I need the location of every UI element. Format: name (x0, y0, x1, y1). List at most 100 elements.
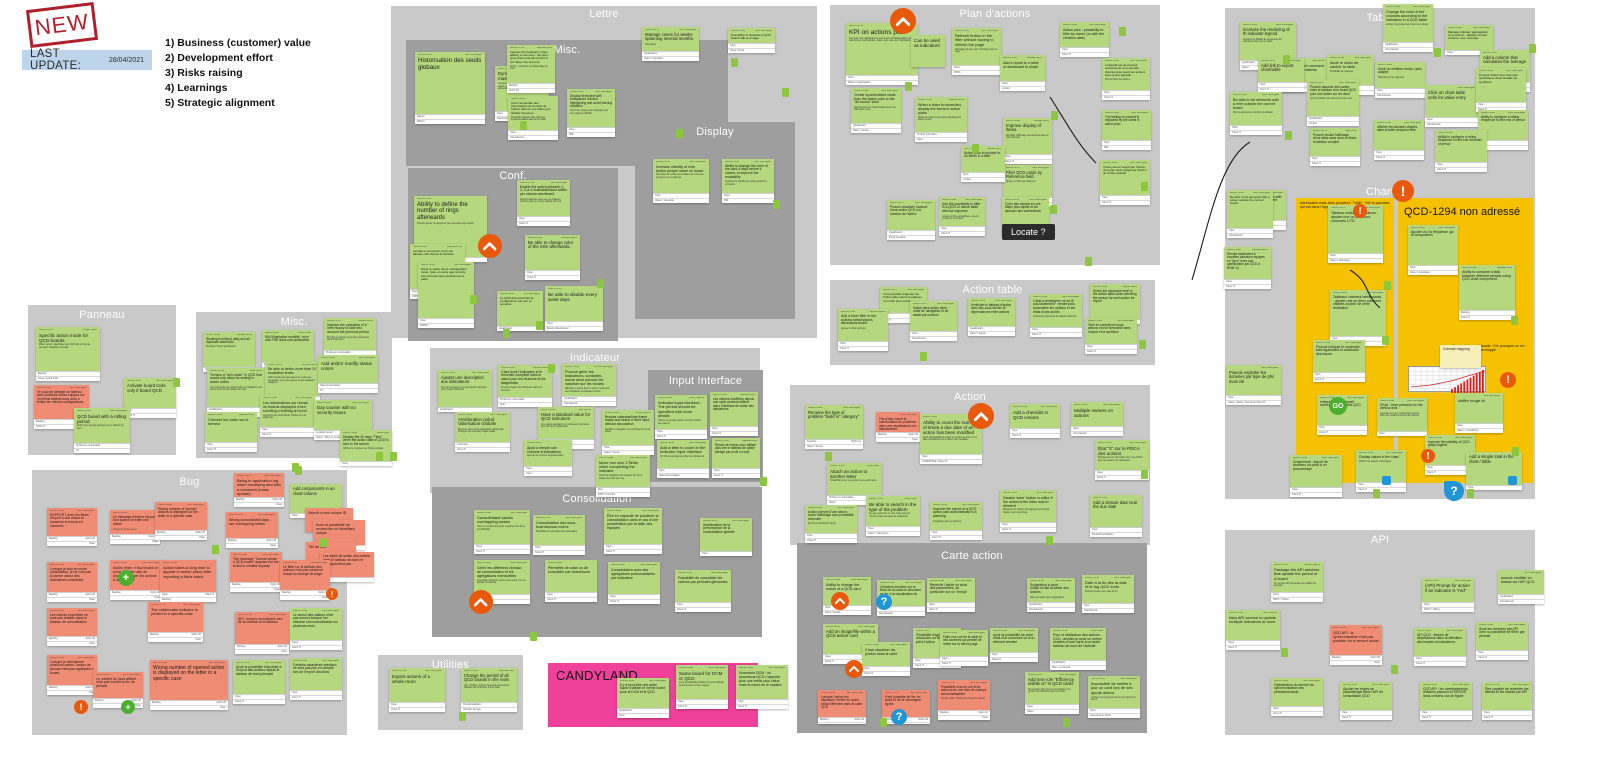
linked-item-tag[interactable] (1050, 205, 1057, 214)
linked-item-tag[interactable] (1141, 182, 1148, 191)
linked-item-tag[interactable] (295, 466, 302, 475)
linked-item-tag[interactable] (1141, 470, 1148, 479)
linked-item-tag[interactable] (390, 452, 397, 461)
linked-item-tag[interactable] (1511, 316, 1518, 325)
priority-up-marker[interactable] (968, 403, 994, 429)
linked-item-tag[interactable] (1512, 447, 1519, 456)
linked-item-tag[interactable] (760, 477, 767, 486)
linked-item-tag[interactable] (731, 58, 738, 67)
group-display[interactable] (635, 122, 795, 319)
linked-item-tag[interactable] (548, 364, 555, 373)
attention-marker[interactable]: ! (1500, 372, 1516, 388)
linked-item-tag[interactable] (782, 88, 789, 97)
linked-item-tag[interactable] (1139, 340, 1146, 349)
linked-item-tag[interactable] (1391, 665, 1398, 674)
linked-item-tag[interactable] (1373, 489, 1380, 498)
linked-item-tag[interactable] (376, 452, 383, 461)
linked-item-tag[interactable] (503, 329, 510, 338)
add-marker[interactable]: + (118, 570, 134, 586)
linked-item-tag[interactable] (212, 545, 219, 554)
linked-item-tag[interactable] (1119, 27, 1126, 36)
linked-item-tag[interactable] (676, 129, 683, 138)
linked-item-tag[interactable] (320, 538, 327, 547)
linked-item-tag[interactable] (1046, 536, 1053, 545)
linked-item-tag[interactable] (773, 200, 780, 209)
linked-item-tag[interactable] (520, 121, 527, 130)
linked-item-tag[interactable] (1434, 48, 1441, 57)
linked-item-tag[interactable] (1281, 648, 1288, 657)
board-link-tag[interactable] (1382, 476, 1391, 485)
linked-item-tag[interactable] (1529, 44, 1536, 53)
question-marker[interactable]: ? (891, 709, 907, 725)
linked-item-tag[interactable] (1382, 336, 1389, 345)
linked-item-tag[interactable] (1051, 111, 1058, 120)
